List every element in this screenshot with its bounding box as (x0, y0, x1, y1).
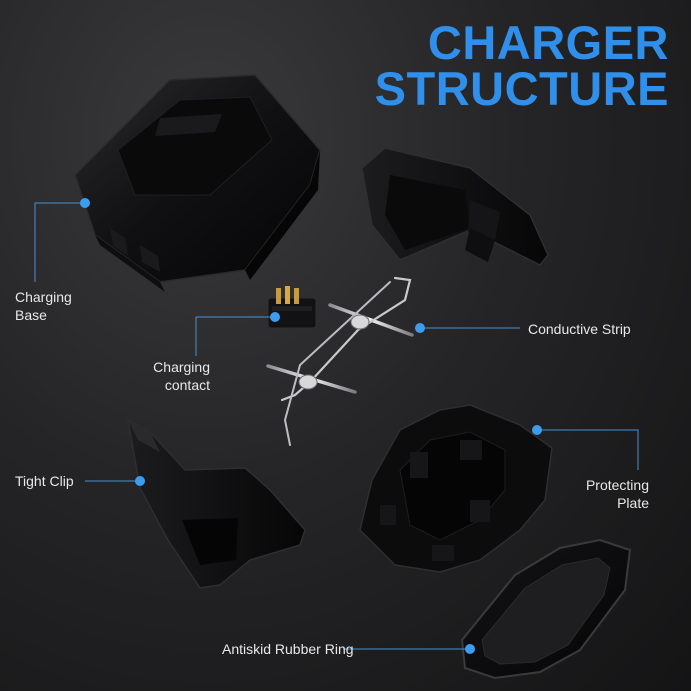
label-charging-contact: Charging contact (135, 358, 210, 394)
title-line-2: STRUCTURE (374, 62, 669, 115)
label-conductive-strip: Conductive Strip (528, 321, 631, 337)
callout-lines (34, 202, 639, 650)
callout-dots (80, 198, 542, 654)
callout-dot-charging-contact (270, 312, 280, 322)
label-protecting-plate: Protecting Plate (560, 476, 649, 512)
rubber-ring-part (460, 538, 632, 680)
callout-dot-protecting-plate (532, 425, 542, 435)
charging-base-part (74, 74, 321, 292)
label-charging-base-line-1: Charging (15, 289, 72, 305)
page-title: CHARGER STRUCTURE (374, 16, 669, 115)
label-charging-contact-line-1: Charging (153, 359, 210, 375)
label-protecting-plate-line-2: Plate (617, 495, 649, 511)
title-line-1: CHARGER (427, 16, 669, 69)
tight-clip-part (126, 418, 306, 589)
charging-contact-part (267, 286, 317, 329)
label-charging-base: Charging Base (15, 288, 72, 324)
callout-dot-rubber-ring (465, 644, 475, 654)
protecting-plate-part (359, 404, 553, 573)
conductive-strip-part (266, 276, 414, 446)
upper-housing-part (361, 147, 549, 266)
callout-dot-charging-base (80, 198, 90, 208)
callout-dot-conductive-strip (415, 323, 425, 333)
label-charging-base-line-2: Base (15, 307, 47, 323)
label-antiskid-rubber-ring: Antiskid Rubber Ring (222, 641, 354, 657)
label-protecting-plate-line-1: Protecting (585, 477, 649, 493)
callout-dot-tight-clip (135, 476, 145, 486)
label-tight-clip: Tight Clip (15, 473, 74, 489)
label-charging-contact-line-2: contact (164, 377, 210, 393)
